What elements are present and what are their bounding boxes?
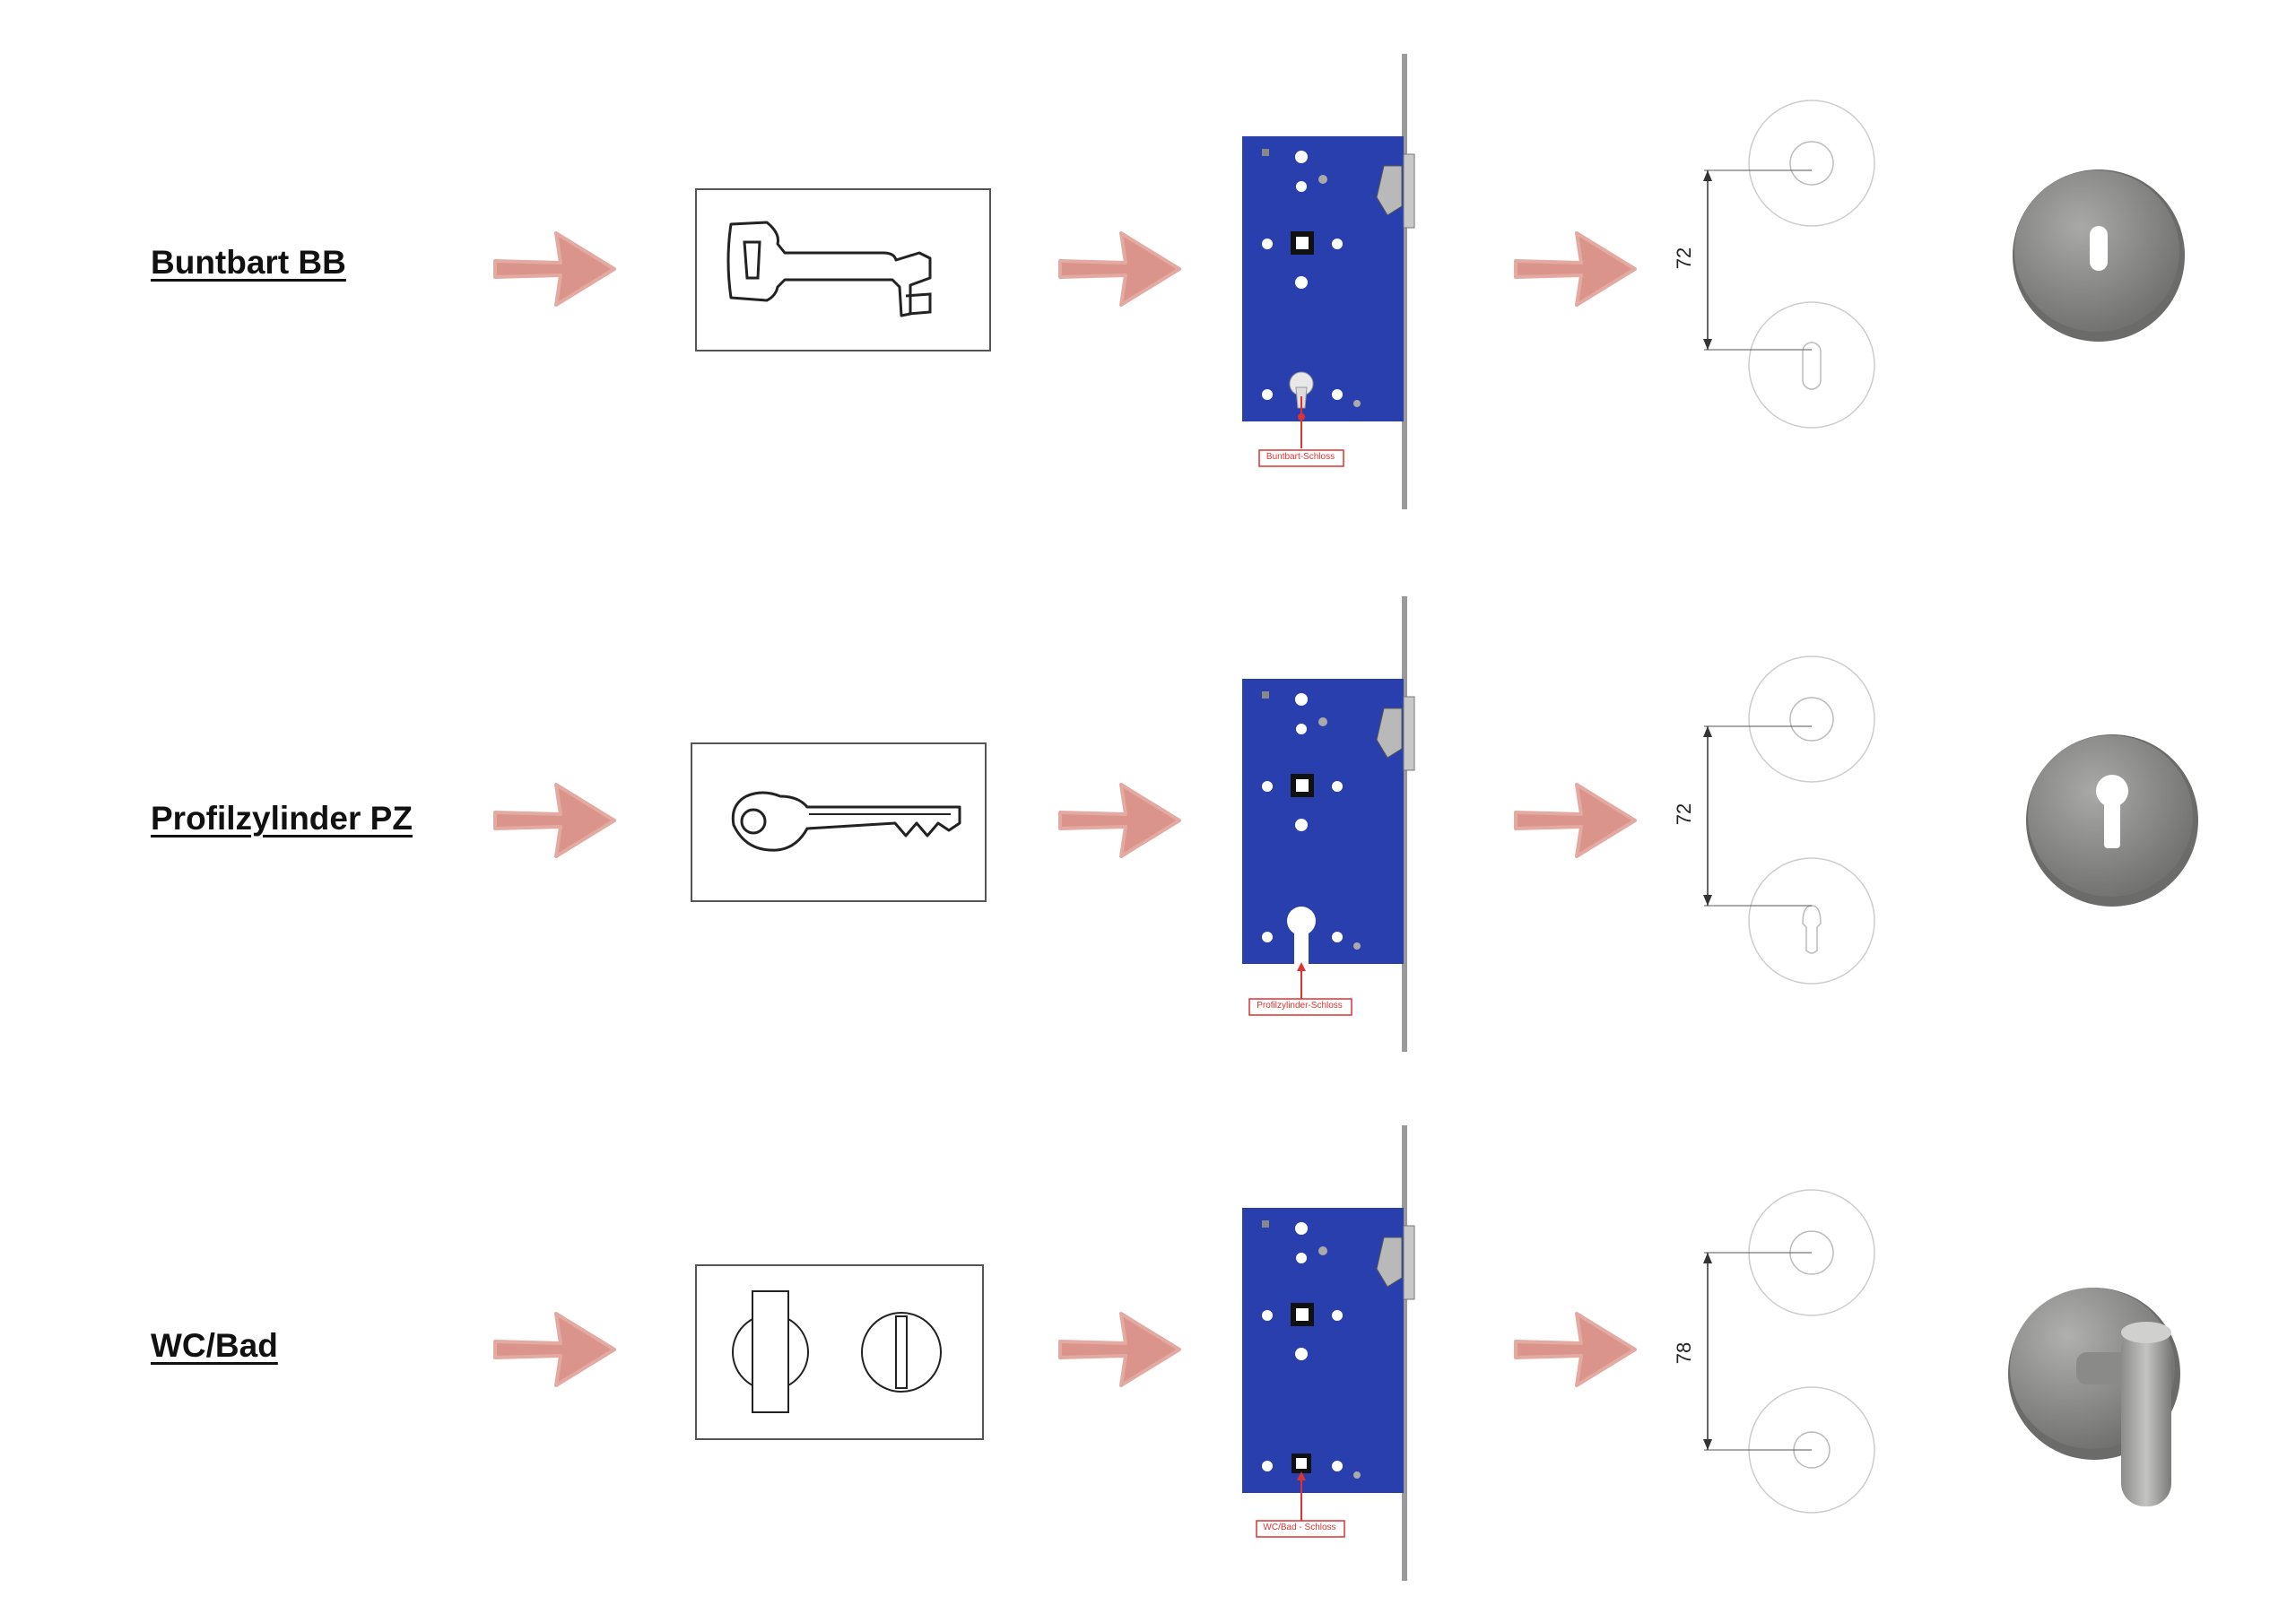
arrow-icon xyxy=(1058,1312,1181,1387)
dimension-drawing xyxy=(1703,655,1875,985)
cylinder-key-icon xyxy=(691,742,987,902)
dimension-value: 72 xyxy=(1673,803,1696,826)
arrow-icon xyxy=(493,783,616,858)
dimension-drawing xyxy=(1703,1189,1875,1514)
row-profilzylinder: Profilzylinder PZ xyxy=(0,538,2296,1052)
bit-key-icon xyxy=(695,188,991,352)
wc-handle-rosette xyxy=(2008,1288,2180,1506)
dimension-value: 78 xyxy=(1673,1341,1696,1365)
lock-label: Buntbart-Schloss xyxy=(1265,452,1335,462)
lock-label: WC/Bad - Schloss xyxy=(1263,1523,1336,1532)
dimension-value: 72 xyxy=(1673,247,1696,270)
arrow-icon xyxy=(1514,231,1637,307)
arrow-icon xyxy=(1514,783,1637,858)
lock-label-box xyxy=(1258,449,1344,467)
row-wc-bad: WC/Bad WC/B xyxy=(0,1076,2296,1581)
profile-cylinder-rosette xyxy=(2026,734,2198,907)
keyhole-rosette xyxy=(2013,169,2185,342)
row-title: WC/Bad xyxy=(151,1327,278,1364)
lock-label-box xyxy=(1248,998,1352,1016)
row-title: Profilzylinder PZ xyxy=(151,800,413,837)
mortise-lock xyxy=(1242,54,1415,509)
arrow-icon xyxy=(1058,231,1181,307)
arrow-icon xyxy=(1058,783,1181,858)
lock-label: Profilzylinder-Schloss xyxy=(1257,1001,1343,1011)
mortise-lock xyxy=(1242,1125,1415,1581)
arrow-icon xyxy=(493,231,616,307)
arrow-icon xyxy=(493,1312,616,1387)
row-title: Buntbart BB xyxy=(151,244,346,281)
arrow-icon xyxy=(1514,1312,1637,1387)
lock-label-box xyxy=(1256,1520,1345,1538)
wc-turn-icon xyxy=(695,1264,984,1440)
row-buntbart: Buntbart BB xyxy=(0,0,2296,509)
mortise-lock xyxy=(1242,596,1415,1052)
dimension-drawing xyxy=(1703,100,1875,429)
